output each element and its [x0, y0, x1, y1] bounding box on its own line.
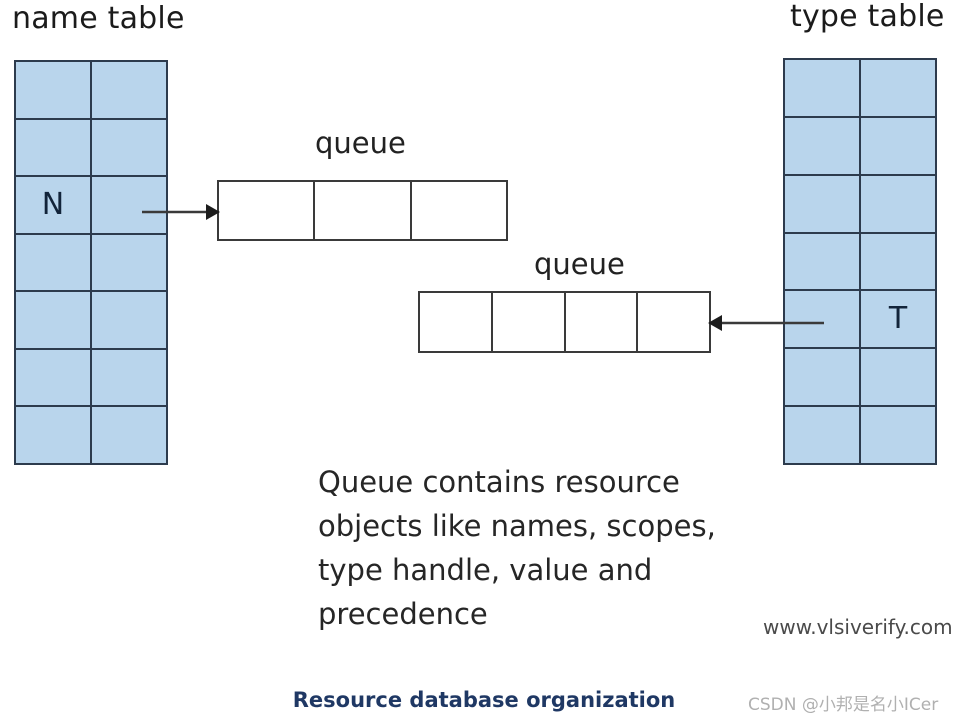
name-table-title: name table	[12, 1, 185, 36]
queue-2-cell	[492, 293, 564, 351]
queue-1-label: queue	[315, 126, 406, 160]
type-table-cell	[785, 117, 859, 174]
type-table-cell	[785, 233, 859, 290]
figure-caption: Resource database organization	[292, 688, 676, 712]
queue-1-cell	[219, 182, 314, 239]
type-table-cell	[785, 60, 859, 116]
name-table-cell	[16, 234, 90, 291]
name-table-cell	[16, 119, 90, 176]
name-table-cell	[16, 349, 90, 406]
type-table-title: type table	[790, 0, 945, 34]
name-table-cell	[92, 62, 166, 118]
type-table-cell-t: T	[861, 291, 935, 348]
type-table-cell	[861, 233, 935, 290]
queue-2-cell	[638, 293, 709, 351]
type-table: T	[783, 58, 937, 465]
name-table-cell	[16, 62, 90, 118]
type-table-cell	[785, 407, 859, 463]
name-table-cell	[92, 119, 166, 176]
arrow-right-icon	[142, 204, 220, 220]
queue-2-label: queue	[534, 247, 625, 281]
name-table-cell	[92, 177, 166, 233]
queue-1-cell	[315, 182, 410, 239]
queue-2	[418, 291, 711, 353]
name-table-cell	[92, 407, 166, 463]
queue-2-cell	[565, 293, 637, 351]
name-table-cell	[16, 292, 90, 348]
name-table-cell	[92, 292, 166, 348]
queue-1-cell	[411, 182, 506, 239]
type-table-cell	[861, 175, 935, 232]
type-table-cell	[861, 349, 935, 406]
csdn-watermark: CSDN @小邦是名小ICer	[748, 695, 939, 715]
type-table-cell	[861, 60, 935, 116]
name-table-cell	[92, 234, 166, 291]
name-table: N	[14, 60, 168, 465]
name-table-cell	[16, 407, 90, 463]
arrow-left-icon	[708, 315, 824, 331]
queue-2-cell	[420, 293, 491, 351]
type-table-cell	[861, 117, 935, 174]
name-table-cell	[92, 349, 166, 406]
type-table-cell	[861, 407, 935, 463]
description-text: Queue contains resource objects like nam…	[318, 465, 716, 631]
site-watermark: www.vlsiverify.com	[763, 615, 953, 639]
type-table-cell	[785, 175, 859, 232]
type-table-cell	[785, 349, 859, 406]
type-table-cell	[785, 291, 859, 348]
queue-1	[217, 180, 508, 241]
name-table-cell-n: N	[16, 177, 90, 233]
